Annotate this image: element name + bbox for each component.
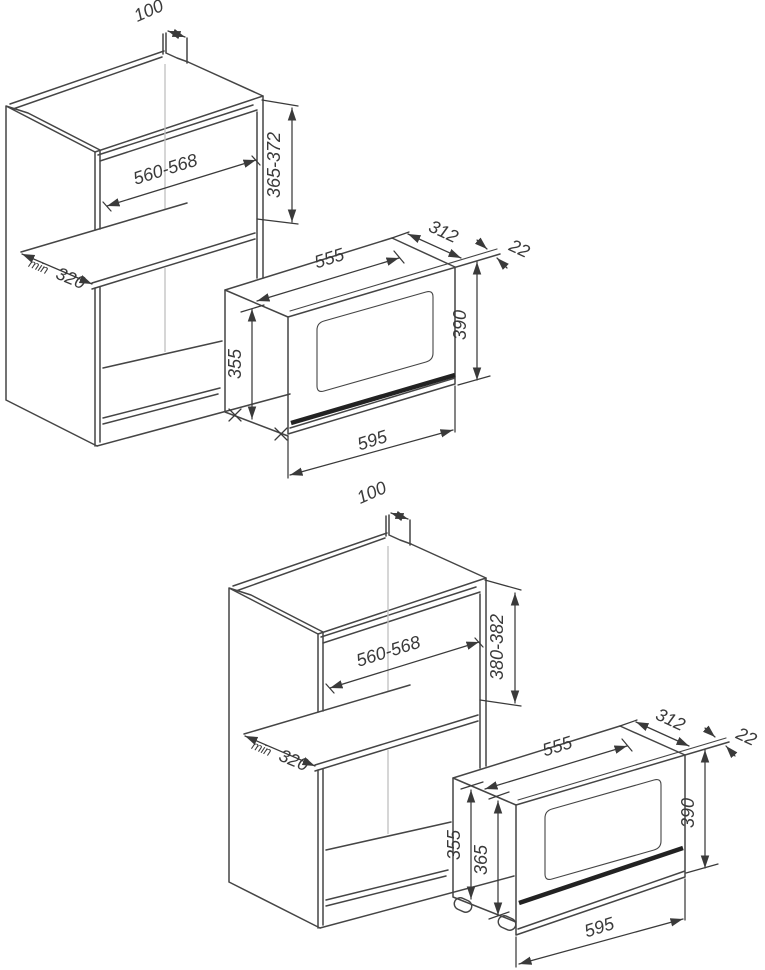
microwave-body-left xyxy=(452,777,517,923)
dim-body-height-top: 355 xyxy=(225,304,265,420)
lower-compartment-floor xyxy=(102,340,223,425)
diagram-top: 100 560-568 365-372 min 320 555 3 xyxy=(5,0,533,479)
dim-overhang-top: 22 xyxy=(474,235,533,270)
dim-body-height-label: 355 xyxy=(444,829,464,860)
dim-vent-label: 100 xyxy=(354,477,390,507)
dim-min-depth-bottom: min 320 xyxy=(244,734,316,776)
dim-door-height-label: 390 xyxy=(678,798,698,828)
dim-niche-height-label: 380-382 xyxy=(487,614,507,680)
door-handle-band xyxy=(518,845,684,906)
dim-height-with-feet-label: 365 xyxy=(471,844,491,875)
microwave-door xyxy=(515,741,730,936)
svg-text:min 320: min 320 xyxy=(26,252,88,294)
dim-door-height-bottom: 390 xyxy=(678,749,719,874)
microwave-foot-front xyxy=(497,915,517,931)
cabinet-right-edge xyxy=(256,95,264,279)
dim-min-depth-label: 320 xyxy=(53,263,88,293)
contact-x-marks xyxy=(228,408,288,441)
cabinet-left-panel xyxy=(228,587,324,929)
dim-overhang-label: 22 xyxy=(732,723,760,750)
cabinet-right-edge xyxy=(479,577,487,769)
dim-door-width-label: 595 xyxy=(355,426,391,454)
dim-overhang-label: 22 xyxy=(505,235,533,262)
svg-text:min 320: min 320 xyxy=(249,734,311,776)
dim-door-width-label: 595 xyxy=(582,913,618,941)
dim-min-depth-top: min 320 xyxy=(21,252,93,294)
door-handle-band xyxy=(290,372,456,426)
microwave-foot-back xyxy=(453,897,473,913)
dim-door-width-bottom: 595 xyxy=(515,878,686,968)
dim-min-prefix: min xyxy=(27,256,51,277)
cabinet-bottom-edge xyxy=(319,875,515,929)
dim-body-height-label: 355 xyxy=(225,348,245,379)
dim-body-height-bottom: 355 xyxy=(444,781,484,900)
cabinet-left-panel xyxy=(5,105,101,447)
vent-duct xyxy=(162,32,189,64)
diagram-bottom: 100 560-568 380-382 min 320 555 3 xyxy=(228,477,760,968)
cabinet-top-face xyxy=(232,532,487,644)
cabinet-bottom-edge xyxy=(96,393,291,447)
dim-niche-height-label: 365-372 xyxy=(264,132,284,198)
microwave-window xyxy=(316,291,434,392)
cabinet-top-face xyxy=(9,50,264,162)
dim-door-height-label: 390 xyxy=(450,310,470,340)
dim-niche-height-top: 365-372 xyxy=(256,99,299,225)
dim-depth-bottom: 312 xyxy=(619,704,690,747)
dim-body-width-label: 555 xyxy=(312,244,348,272)
dim-overhang-bottom: 22 xyxy=(702,723,760,759)
dim-min-prefix: min xyxy=(250,738,274,759)
dim-depth-label: 312 xyxy=(653,704,689,735)
niche-shelf xyxy=(20,202,256,290)
dim-body-width-label: 555 xyxy=(540,732,576,760)
vent-duct xyxy=(385,514,412,546)
dim-door-height-top: 390 xyxy=(450,261,491,386)
dim-height-with-feet-bottom: 365 xyxy=(471,791,510,920)
dim-vent-bottom: 100 xyxy=(354,477,409,522)
dim-vent-label: 100 xyxy=(131,0,167,26)
dim-niche-width-top: 560-568 xyxy=(102,150,261,212)
dim-niche-height-bottom: 380-382 xyxy=(479,579,522,707)
niche-shelf xyxy=(243,684,479,772)
dim-min-depth-label: 320 xyxy=(276,745,311,775)
dim-depth-top: 312 xyxy=(391,216,462,259)
microwave-door xyxy=(287,253,501,435)
microwave-window xyxy=(544,779,662,880)
lower-compartment-floor xyxy=(325,821,452,907)
dim-depth-label: 312 xyxy=(426,216,462,247)
dim-niche-width-bottom: 560-568 xyxy=(325,632,484,694)
dim-vent-top: 100 xyxy=(131,0,186,40)
